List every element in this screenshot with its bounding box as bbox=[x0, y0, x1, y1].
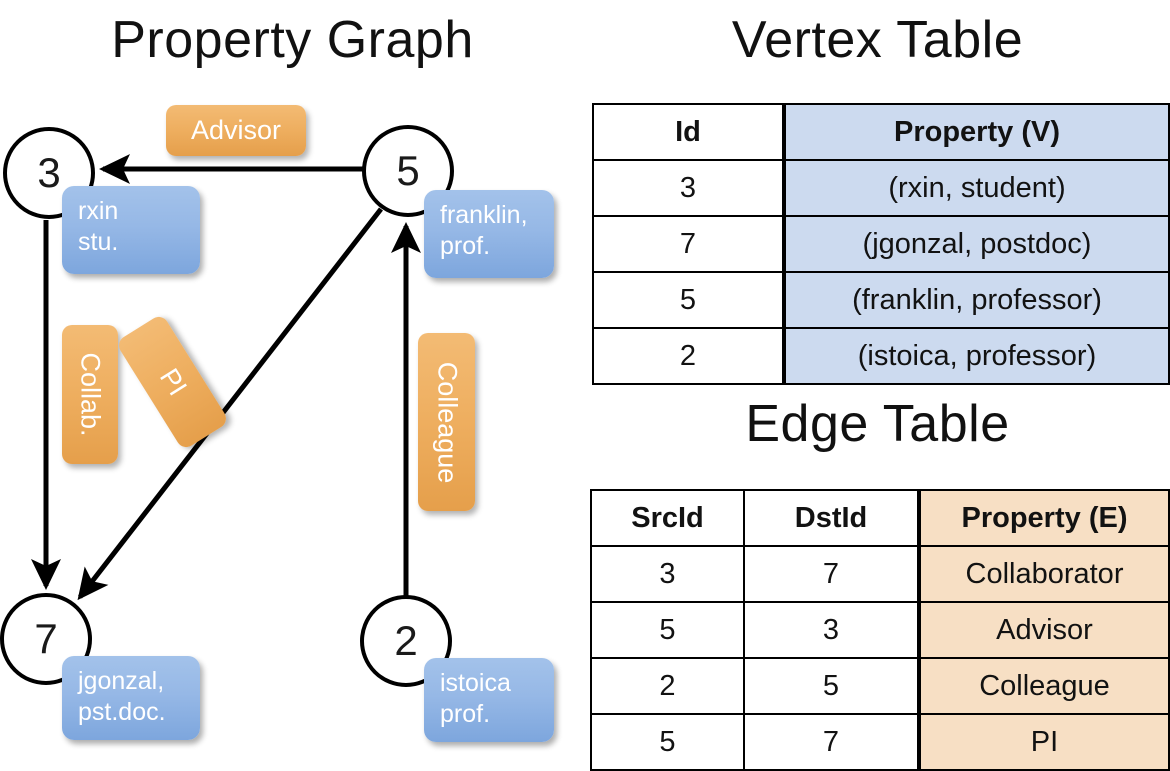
node-property-box-3: rxin stu. bbox=[62, 186, 200, 274]
table-header-row: SrcId DstId Property (E) bbox=[590, 489, 1170, 547]
table-row[interactable]: 5 (franklin, professor) bbox=[592, 271, 1170, 329]
edge-cell-property: Collaborator bbox=[917, 545, 1170, 603]
vertex-cell-id: 5 bbox=[592, 271, 785, 329]
edge-cell-srcid: 5 bbox=[590, 713, 745, 771]
page-title-edge-table: Edge Table bbox=[745, 395, 1010, 453]
edge-label-advisor-text: Advisor bbox=[190, 115, 282, 145]
node-property-line-2: stu. bbox=[78, 228, 119, 256]
edge-cell-dstid: 5 bbox=[743, 657, 920, 715]
vertex-cell-property: (franklin, professor) bbox=[782, 271, 1170, 329]
table-row[interactable]: 7 (jgonzal, postdoc) bbox=[592, 215, 1170, 273]
edge-cell-property: Advisor bbox=[917, 601, 1170, 659]
vertex-header-id: Id bbox=[592, 103, 785, 161]
table-row[interactable]: 5 7 PI bbox=[590, 713, 1170, 771]
edge-cell-srcid: 5 bbox=[590, 601, 745, 659]
edge-cell-dstid: 7 bbox=[743, 713, 920, 771]
edge-header-dstid: DstId bbox=[743, 489, 920, 547]
vertex-cell-property: (rxin, student) bbox=[782, 159, 1170, 217]
graph-node-2[interactable]: 2 bbox=[360, 595, 452, 687]
edge-label-pi-text: PI bbox=[153, 362, 193, 401]
table-row[interactable]: 3 7 Collaborator bbox=[590, 545, 1170, 603]
node-property-line-1: rxin bbox=[78, 197, 119, 225]
node-property-line-2: pst.doc. bbox=[78, 698, 166, 726]
edge-cell-property: PI bbox=[917, 713, 1170, 771]
edge-cell-dstid: 3 bbox=[743, 601, 920, 659]
node-property-line-1: franklin, bbox=[440, 201, 528, 229]
edge-5-to-7 bbox=[77, 207, 383, 601]
edge-cell-property: Colleague bbox=[917, 657, 1170, 715]
node-property-line-1: istoica bbox=[440, 669, 511, 697]
edge-header-property: Property (E) bbox=[917, 489, 1170, 547]
node-property-line-2: prof. bbox=[440, 232, 491, 260]
page-title-property-graph: Property Graph bbox=[111, 11, 474, 69]
edge-cell-srcid: 2 bbox=[590, 657, 745, 715]
table-row[interactable]: 5 3 Advisor bbox=[590, 601, 1170, 659]
page-title-vertex-table: Vertex Table bbox=[731, 11, 1024, 69]
property-graph-canvas bbox=[31, 154, 421, 601]
vertex-cell-property: (istoica, professor) bbox=[782, 327, 1170, 385]
vertex-header-property: Property (V) bbox=[782, 103, 1170, 161]
graph-node-2-label: 2 bbox=[394, 617, 418, 664]
graph-node-7-label: 7 bbox=[34, 615, 58, 662]
edge-header-srcid: SrcId bbox=[590, 489, 745, 547]
edge-label-collab-text: Collab. bbox=[75, 352, 106, 437]
vertex-cell-property: (jgonzal, postdoc) bbox=[782, 215, 1170, 273]
edge-cell-srcid: 3 bbox=[590, 545, 745, 603]
node-property-box-7: jgonzal, pst.doc. bbox=[62, 656, 200, 740]
vertex-table: Id Property (V) 3 (rxin, student) 7 (jgo… bbox=[592, 103, 1170, 385]
edge-label-colleague: Colleague bbox=[418, 333, 475, 511]
node-property-line-1: jgonzal, bbox=[78, 667, 165, 695]
graph-node-5[interactable]: 5 bbox=[362, 125, 454, 217]
table-row[interactable]: 3 (rxin, student) bbox=[592, 159, 1170, 217]
table-row[interactable]: 2 (istoica, professor) bbox=[592, 327, 1170, 385]
edge-label-collab: Collab. bbox=[62, 325, 118, 464]
table-header-row: Id Property (V) bbox=[592, 103, 1170, 161]
edge-label-colleague-text: Colleague bbox=[432, 361, 462, 483]
table-row[interactable]: 2 5 Colleague bbox=[590, 657, 1170, 715]
edge-cell-dstid: 7 bbox=[743, 545, 920, 603]
node-property-box-5: franklin, prof. bbox=[424, 190, 554, 278]
graph-node-5-label: 5 bbox=[396, 147, 420, 194]
edge-table: SrcId DstId Property (E) 3 7 Collaborato… bbox=[590, 489, 1170, 771]
edge-label-advisor: Advisor bbox=[166, 105, 306, 156]
vertex-cell-id: 2 bbox=[592, 327, 785, 385]
node-property-line-2: prof. bbox=[440, 700, 491, 728]
vertex-cell-id: 3 bbox=[592, 159, 785, 217]
graph-node-3-label: 3 bbox=[37, 149, 61, 196]
vertex-cell-id: 7 bbox=[592, 215, 785, 273]
node-property-box-2: istoica prof. bbox=[424, 658, 554, 742]
